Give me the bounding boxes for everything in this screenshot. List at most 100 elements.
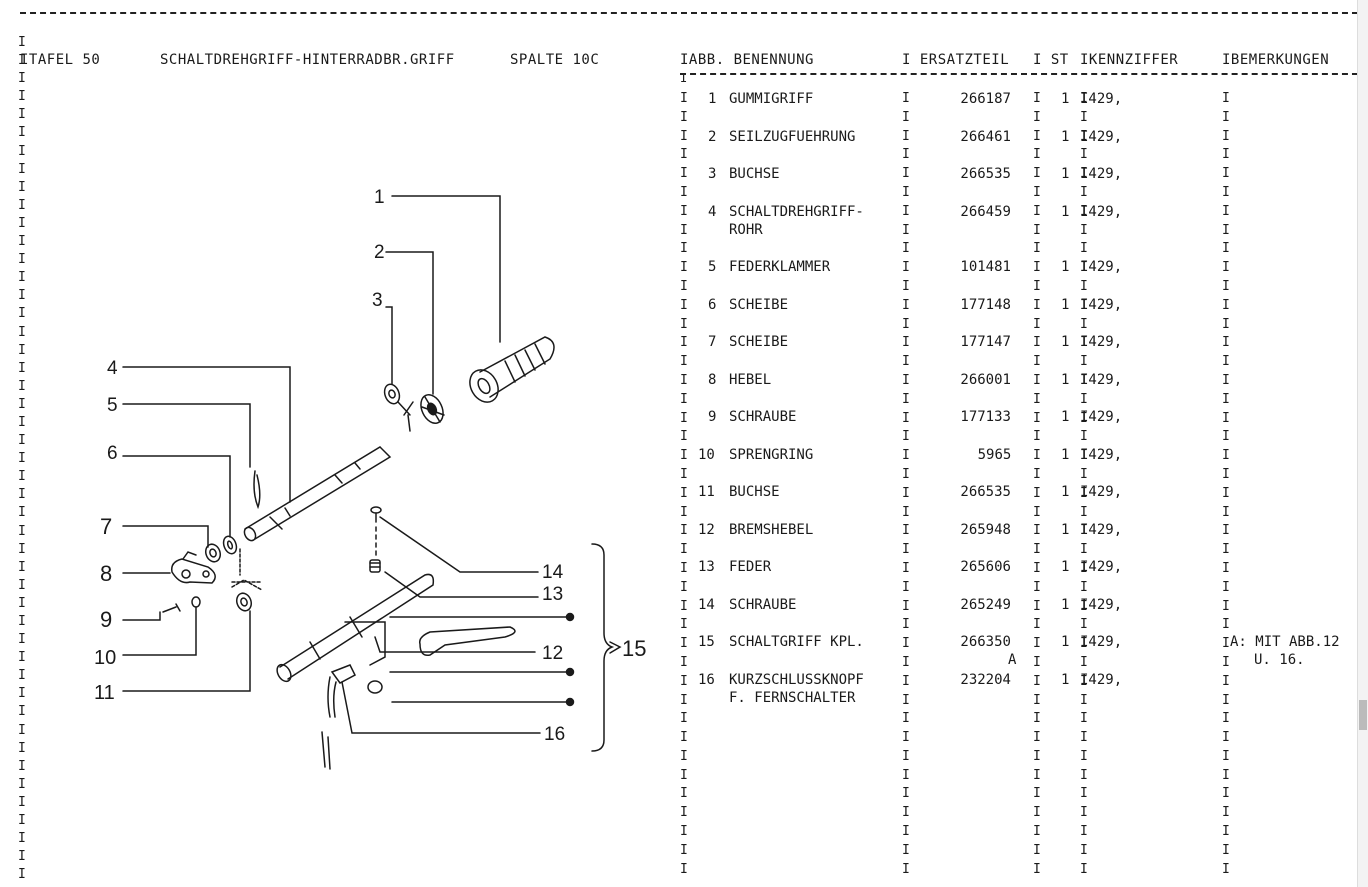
abb-number: 11 — [698, 484, 715, 500]
margin-marker: I — [18, 53, 26, 69]
kennziffer: I429, — [1080, 484, 1123, 500]
column-bar: I I I I I I I I I I I I I I I I I I I I … — [1222, 91, 1230, 877]
column-header-bemerkungen: IBEMERKUNGEN — [1222, 52, 1330, 68]
kennziffer: I429, — [1080, 371, 1123, 388]
stueck-count: 1 — [1061, 259, 1070, 275]
abb-number: 1 — [708, 91, 717, 107]
part-16-kill-switch — [321, 664, 356, 770]
abb-number: 13 — [698, 559, 715, 575]
ersatzteil-number: 266535 — [960, 166, 1011, 182]
margin-marker: I — [18, 143, 26, 159]
kennziffer: I429, — [1080, 409, 1123, 425]
callout-3: 3 — [372, 290, 383, 311]
callout-1: 1 — [374, 187, 385, 208]
callout-7: 7 — [100, 514, 112, 539]
kennziffer: I429, — [1080, 596, 1123, 613]
column-header-ersatzteil: I ERSATZTEIL — [902, 52, 1010, 68]
stueck-count: 1 — [1061, 203, 1070, 220]
kennziffer: I429, — [1080, 446, 1123, 463]
part-15-shift-grip-assembly — [276, 573, 435, 683]
margin-marker: I — [18, 469, 26, 485]
part-4-tube — [243, 446, 392, 542]
margin-marker: I — [18, 595, 26, 611]
part-name: GUMMIGRIFF — [729, 91, 814, 107]
ersatzteil-number: 232204 — [960, 671, 1011, 688]
abb-number: 8 — [708, 371, 717, 388]
part-name: HEBEL — [729, 371, 772, 388]
margin-marker: I — [18, 360, 26, 376]
kennziffer: I429, — [1080, 559, 1123, 575]
callout-8: 8 — [100, 561, 112, 586]
margin-marker: I — [18, 451, 26, 467]
margin-marker: I — [18, 179, 26, 195]
callout-10: 10 — [94, 647, 116, 669]
stueck-count: 1 — [1061, 296, 1070, 313]
kennziffer: I429, — [1080, 128, 1123, 145]
callout-14: 14 — [542, 562, 564, 583]
stueck-count: 1 — [1061, 409, 1070, 425]
part-name: SCHRAUBE — [729, 409, 797, 425]
margin-marker: I — [18, 849, 26, 865]
margin-marker: I — [18, 487, 26, 503]
part-3-bushing — [383, 383, 414, 432]
vertical-scrollbar[interactable] — [1357, 0, 1368, 887]
margin-marker: I — [18, 125, 26, 141]
margin-marker: I — [18, 505, 26, 521]
margin-marker: I — [18, 867, 26, 883]
part-11-bushing — [235, 592, 253, 612]
table-header-rule — [680, 73, 1368, 75]
margin-marker: I — [18, 794, 26, 810]
stueck-count: 1 — [1061, 334, 1070, 350]
stueck-count: 1 — [1061, 596, 1070, 613]
part-name: SCHEIBE — [729, 334, 789, 350]
callout-6: 6 — [107, 443, 118, 464]
ersatzteil-number: 265249 — [960, 596, 1011, 613]
margin-marker: I — [18, 306, 26, 322]
part-name: BREMSHEBEL — [729, 521, 814, 538]
abb-number: 16 — [698, 671, 715, 688]
column-header-kennziffer: IKENNZIFFER — [1080, 52, 1179, 68]
margin-marker: I — [18, 342, 26, 358]
callout-5: 5 — [107, 395, 118, 416]
table-top-marker: I — [680, 71, 688, 85]
margin-marker: I — [18, 559, 26, 575]
part-name: FEDERKLAMMER — [729, 259, 831, 275]
callout-11: 11 — [94, 682, 115, 704]
part-13-spring — [369, 559, 381, 573]
kennziffer: I429, — [1080, 634, 1123, 650]
margin-marker: I — [18, 758, 26, 774]
abb-number: 7 — [708, 334, 717, 350]
margin-marker: I — [18, 776, 26, 792]
margin-marker: I — [18, 215, 26, 231]
margin-marker: I — [18, 704, 26, 720]
spalte-label: SPALTE 10C — [510, 52, 600, 68]
abb-number: 10 — [698, 446, 715, 463]
part-name: SEILZUGFUEHRUNG — [729, 128, 856, 145]
ersatzteil-number: 5965 — [977, 446, 1012, 463]
margin-marker: I — [18, 668, 26, 684]
abb-number: 2 — [708, 128, 717, 145]
margin-marker: I — [18, 414, 26, 430]
callout-4: 4 — [107, 358, 118, 379]
column-bar: I I I I I I I I I I I I I I I I I I I I … — [680, 91, 688, 877]
part-1-rubber-grip — [469, 336, 555, 403]
callout-16: 16 — [544, 724, 565, 745]
column-bar: I I I I I I I I I I I I I I I I I I I I … — [902, 91, 910, 877]
abb-number: 15 — [698, 634, 715, 650]
margin-marker: I — [18, 324, 26, 340]
part-2-cable-guide — [420, 394, 445, 424]
ersatzteil-number: 266350 — [960, 634, 1011, 650]
scrollbar-thumb[interactable] — [1359, 700, 1367, 730]
part-name: KURZSCHLUSSKNOPF — [729, 671, 864, 688]
stueck-count: 1 — [1061, 166, 1070, 182]
margin-marker: I — [18, 252, 26, 268]
top-dashed-rule — [20, 12, 1368, 14]
margin-marker: I — [18, 89, 26, 105]
stueck-count: 1 — [1061, 91, 1070, 107]
margin-marker: I — [18, 686, 26, 702]
margin-marker: I — [18, 71, 26, 87]
